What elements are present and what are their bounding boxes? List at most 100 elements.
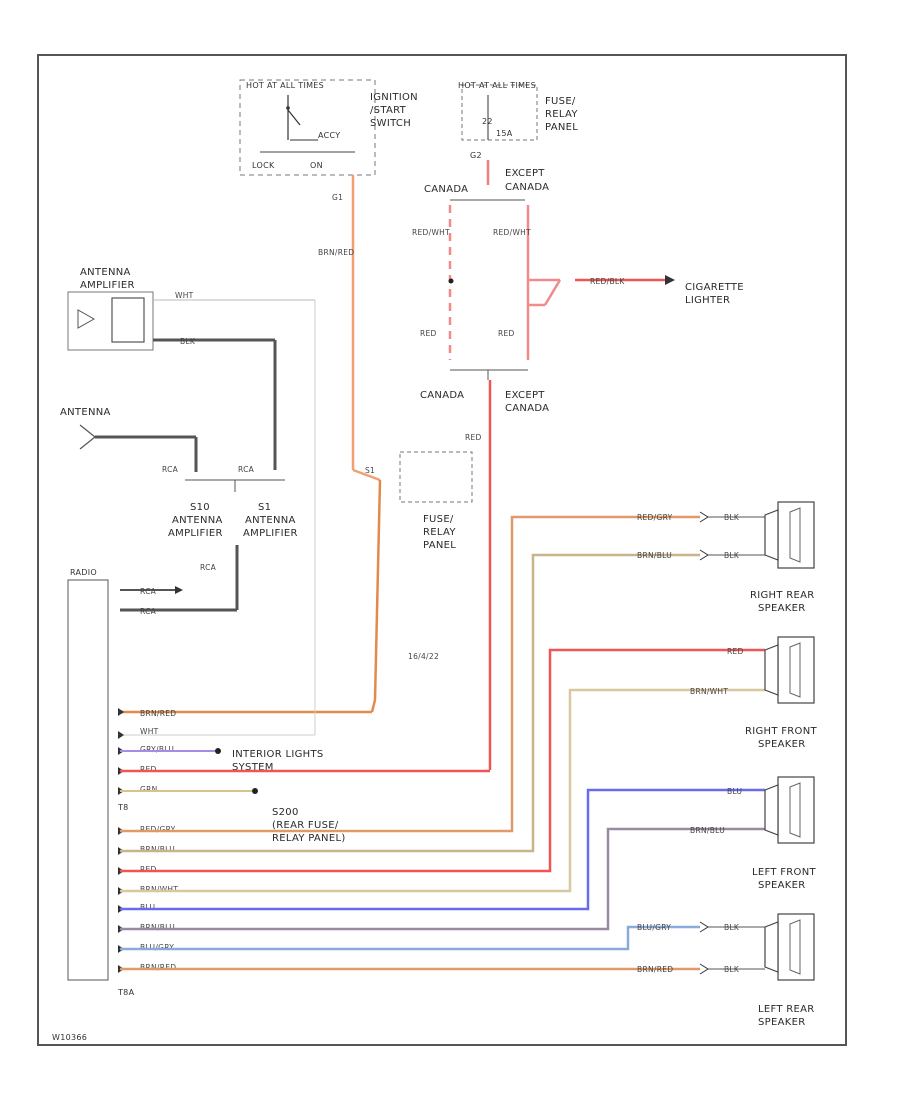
- fuse-box-label-3: PANEL: [545, 122, 578, 133]
- s10-label-3: AMPLIFIER: [168, 528, 223, 539]
- s1-label-1: S1: [258, 502, 271, 513]
- except-canada-top-2: CANADA: [505, 182, 549, 193]
- blk-label-1: BLK: [724, 513, 740, 522]
- except-canada-bottom-1: EXCEPT: [505, 390, 545, 401]
- wire-label-blu-gry: BLU/GRY: [637, 923, 671, 932]
- radio-row-6: WHT: [140, 727, 159, 736]
- radio-row-0: RCA: [140, 587, 157, 596]
- radio-row-9: GRN: [140, 785, 158, 794]
- brn-red-wire: G1 BRN/RED S1 16/4/22: [120, 175, 439, 714]
- radio-row-12: RED: [140, 865, 157, 874]
- fuse-box-label-1: FUSE/: [545, 96, 576, 107]
- lock-label: LOCK: [252, 161, 275, 170]
- cigarette-label-2: LIGHTER: [685, 295, 730, 306]
- accy-label: ACCY: [318, 131, 340, 140]
- interior-lights-label-2: SYSTEM: [232, 762, 274, 773]
- speaker-wire-labels: RED/GRY BRN/BLU RED BRN/WHT BLU BRN/BLU …: [637, 513, 743, 974]
- radio-row-10: RED/GRY: [140, 825, 176, 834]
- wire-label-g1: G1: [332, 193, 343, 202]
- radio-row-5: BRN/RED: [140, 709, 176, 718]
- diagram-frame: [37, 54, 847, 1046]
- s200-node: [252, 788, 258, 794]
- radio-row-15: BRN/BLU: [140, 923, 175, 932]
- s200-label-3: RELAY PANEL): [272, 833, 346, 844]
- antenna-amplifier: ANTENNA AMPLIFIER WHT BLK: [67, 267, 316, 736]
- t8a-label: T8A: [117, 988, 135, 997]
- rrs-label-1: RIGHT REAR: [750, 590, 815, 601]
- antenna-amp-label-1: ANTENNA: [80, 267, 131, 278]
- wire-label-red-blk: RED/BLK: [590, 277, 625, 286]
- radio-row-7: GRY/BLU: [140, 745, 174, 754]
- wire-label-rca-2: RCA: [238, 465, 255, 474]
- lfs-label-1: LEFT FRONT: [752, 867, 817, 878]
- antenna: ANTENNA RCA RCA S10 ANTENNA AMPLIFIER S1…: [60, 407, 298, 612]
- wire-label-wht: WHT: [175, 291, 194, 300]
- radio-row-labels: RCA RCA BRN/RED WHT GRY/BLU RED GRN RED/…: [140, 587, 178, 972]
- wire-label-red-3: RED: [465, 433, 482, 442]
- radio-row-13: BRN/WHT: [140, 885, 178, 894]
- ignition-label-3: SWITCH: [370, 118, 411, 129]
- red-wiring-group: RED/WHT RED/WHT RED RED RED/BLK RED: [412, 160, 675, 770]
- interior-lights-node: [215, 748, 221, 754]
- ignition-label-2: /START: [370, 105, 407, 116]
- wire-label-splice: 16/4/22: [408, 652, 439, 661]
- ignition-switch-box: HOT AT ALL TIMES ACCY LOCK ON IGNITION /…: [239, 79, 418, 176]
- radio-row-14: BLU: [140, 903, 155, 912]
- canada-top-label: CANADA: [424, 184, 468, 195]
- lrs-label-2: SPEAKER: [758, 1017, 805, 1028]
- left-front-speaker: LEFT FRONT SPEAKER: [752, 776, 817, 891]
- radio-row-11: BRN/BLU: [140, 845, 175, 854]
- wire-label-brn-blu2: BRN/BLU: [690, 826, 725, 835]
- fuse-relay-label-1: FUSE/: [423, 514, 454, 525]
- fuse-relay-label-2: RELAY: [423, 527, 456, 538]
- left-rear-speaker: LEFT REAR SPEAKER: [758, 913, 815, 1028]
- fuse-box-header: HOT AT ALL TIMES: [458, 81, 536, 90]
- wire-label-red-gry: RED/GRY: [637, 513, 673, 522]
- wire-label-blk-amp: BLK: [180, 337, 196, 346]
- antenna-amp-label-2: AMPLIFIER: [80, 280, 135, 291]
- except-canada-top-1: EXCEPT: [505, 168, 545, 179]
- wire-label-rca-1: RCA: [162, 465, 179, 474]
- fuse-box-label-2: RELAY: [545, 109, 578, 120]
- fuse-relay-label-3: PANEL: [423, 540, 456, 551]
- rfs-label-1: RIGHT FRONT: [745, 726, 818, 737]
- radio-label: RADIO: [70, 568, 97, 577]
- except-canada-bottom-2: CANADA: [505, 403, 549, 414]
- s10-label-2: ANTENNA: [172, 515, 223, 526]
- fuse-num: 22: [482, 117, 493, 126]
- wire-label-red-wht-2: RED/WHT: [493, 228, 531, 237]
- canada-bottom-label: CANADA: [420, 390, 464, 401]
- interior-lights-label-1: INTERIOR LIGHTS: [232, 749, 324, 760]
- s10-label-1: S10: [190, 502, 210, 513]
- radio-row-16: BLU/GRY: [140, 943, 174, 952]
- wire-label-brn-red2: BRN/RED: [637, 965, 673, 974]
- wire-label-brn-wht: BRN/WHT: [690, 687, 728, 696]
- wire-label-red-2: RED: [498, 329, 515, 338]
- blk-label-3: BLK: [724, 923, 740, 932]
- wire-label-brn-blu: BRN/BLU: [637, 551, 672, 560]
- s200-label-1: S200: [272, 807, 299, 818]
- ignition-box-header: HOT AT ALL TIMES: [246, 81, 324, 90]
- radio-row-17: BRN/RED: [140, 963, 176, 972]
- right-front-speaker: RIGHT FRONT SPEAKER: [745, 636, 818, 750]
- wire-label-red-1: RED: [420, 329, 437, 338]
- antenna-label: ANTENNA: [60, 407, 111, 418]
- lrs-label-1: LEFT REAR: [758, 1004, 815, 1015]
- cigarette-label-1: CIGARETTE: [685, 282, 744, 293]
- speaker-connectors: [699, 511, 765, 975]
- rfs-label-2: SPEAKER: [758, 739, 805, 750]
- fuse-ref: G2: [470, 151, 482, 160]
- s1-label-3: AMPLIFIER: [243, 528, 298, 539]
- wire-label-rca-3: RCA: [200, 563, 217, 572]
- blk-label-4: BLK: [724, 965, 740, 974]
- diagram-code: W10366: [52, 1033, 87, 1042]
- wire-label-s1: S1: [365, 466, 375, 475]
- on-label: ON: [310, 161, 323, 170]
- wire-label-blu: BLU: [727, 787, 742, 796]
- ignition-label-1: IGNITION: [370, 92, 418, 103]
- t8-label: T8: [117, 803, 129, 812]
- speaker-wires: [120, 515, 765, 971]
- fuse-amp: 15A: [496, 129, 513, 138]
- s1-label-2: ANTENNA: [245, 515, 296, 526]
